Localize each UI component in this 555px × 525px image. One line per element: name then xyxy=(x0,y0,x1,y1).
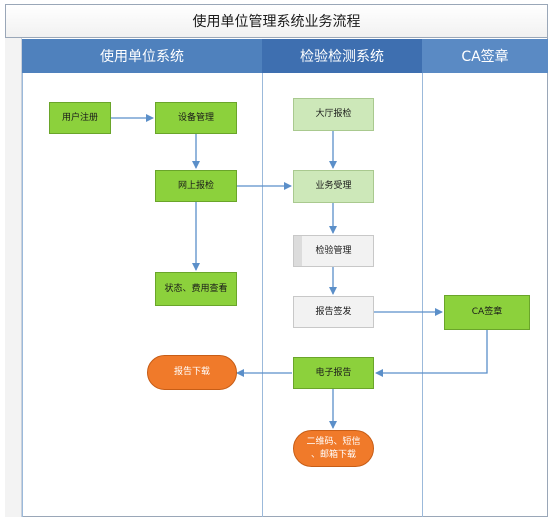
lane-header-ca: CA签章 xyxy=(422,39,548,73)
diagram-frame xyxy=(5,4,548,517)
node-qr-download: 二维码、短信 、邮箱下载 xyxy=(293,430,374,467)
lane-header-inspection: 检验检测系统 xyxy=(262,39,422,73)
arrow-ca-to-ereport xyxy=(375,330,488,377)
node-online-report: 网上报检 xyxy=(155,170,237,202)
node-hall-report: 大厅报检 xyxy=(293,98,374,131)
node-e-report: 电子报告 xyxy=(293,357,374,389)
lane-header-user-unit: 使用单位系统 xyxy=(22,39,262,73)
node-report-sign: 报告签发 xyxy=(293,296,374,328)
node-device-mgmt: 设备管理 xyxy=(155,102,237,134)
node-qr-download-line2: 、邮箱下载 xyxy=(310,449,356,460)
node-inspection-mgmt: 检验管理 xyxy=(293,235,374,267)
diagram-title: 使用单位管理系统业务流程 xyxy=(5,4,548,38)
left-strip xyxy=(5,38,22,517)
lane-inspection xyxy=(262,73,422,517)
node-user-register: 用户注册 xyxy=(49,102,111,134)
lane-ca xyxy=(422,73,548,517)
lane-user-unit xyxy=(22,73,262,517)
node-report-download: 报告下载 xyxy=(147,355,237,390)
node-status-fee: 状态、费用查看 xyxy=(155,272,237,306)
node-qr-download-line1: 二维码、短信 xyxy=(306,436,361,447)
node-ca-seal: CA签章 xyxy=(444,295,530,330)
node-business-accept: 业务受理 xyxy=(293,170,374,203)
